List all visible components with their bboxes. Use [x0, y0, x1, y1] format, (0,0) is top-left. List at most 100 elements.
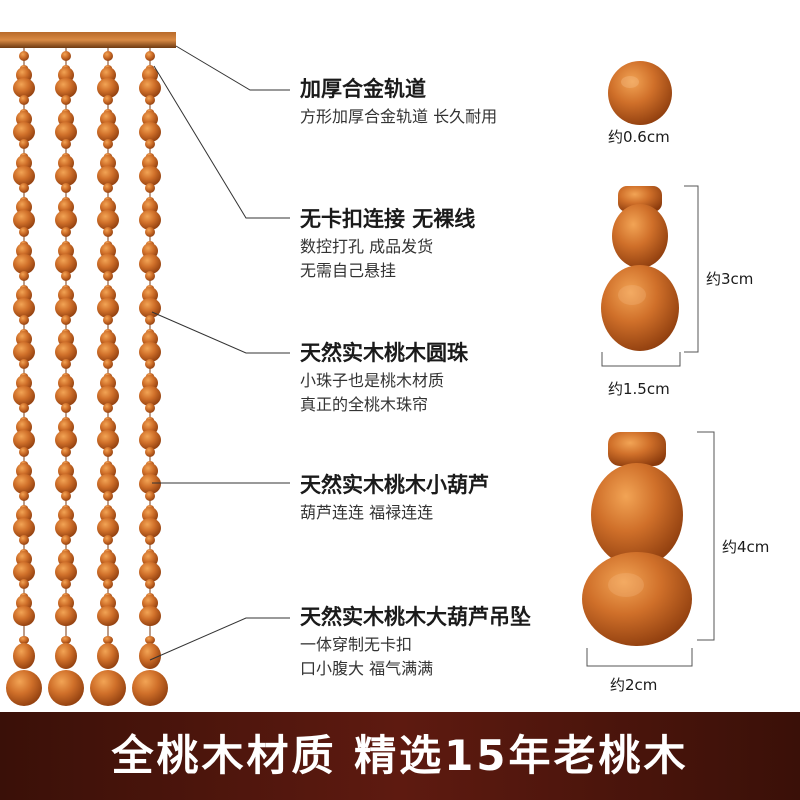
gourd-lower: [97, 254, 119, 274]
gourd-lower: [55, 166, 77, 186]
gourd-lower: [97, 606, 119, 626]
pendant-upper: [55, 643, 77, 669]
round-bead: [103, 139, 113, 149]
round-bead: [61, 579, 71, 589]
round-bead: [145, 403, 155, 413]
round-bead: [145, 227, 155, 237]
gourd-lower: [97, 210, 119, 230]
gourd-lower: [55, 386, 77, 406]
round-bead: [103, 51, 113, 61]
round-bead: [19, 403, 29, 413]
round-bead: [61, 139, 71, 149]
feature-round-bead: 天然实木桃木圆珠 小珠子也是桃木材质 真正的全桃木珠帘: [300, 340, 468, 416]
feature-desc-line: 口小腹大 福气满满: [300, 659, 434, 678]
alloy-rail: [0, 32, 176, 48]
gourd-lower: [139, 562, 161, 582]
round-bead: [145, 51, 155, 61]
feature-title: 加厚合金轨道: [300, 77, 426, 101]
gourd-lower: [13, 210, 35, 230]
round-bead: [103, 447, 113, 457]
gourd-lower: [97, 78, 119, 98]
large-gourd-width-label: 约2cm: [610, 676, 658, 694]
feature-desc-line: 方形加厚合金轨道 长久耐用: [300, 107, 498, 126]
bead-strands: [6, 48, 168, 706]
feature-desc-line: 数控打孔 成品发货: [300, 237, 434, 256]
feature-connection: 无卡扣连接 无裸线 数控打孔 成品发货 无需自己悬挂: [300, 206, 475, 282]
gourd-lower: [55, 606, 77, 626]
gourd-lower: [13, 122, 35, 142]
round-bead: [145, 271, 155, 281]
round-bead: [61, 315, 71, 325]
feature-desc-line: 真正的全桃木珠帘: [300, 395, 429, 414]
feature-desc-line: 一体穿制无卡扣: [300, 635, 413, 654]
round-bead: [19, 491, 29, 501]
pendant-neck: [145, 636, 155, 644]
feature-desc-line: 无需自己悬挂: [300, 261, 397, 280]
gourd-lower: [97, 122, 119, 142]
large-gourd-height-label: 约4cm: [722, 538, 770, 556]
gourd-lower: [139, 518, 161, 538]
round-bead: [103, 579, 113, 589]
gourd-lower: [55, 562, 77, 582]
gourd-lower: [13, 474, 35, 494]
gourd-lower: [55, 254, 77, 274]
small-gourd-height-label: 约3cm: [706, 270, 754, 288]
small-gourd-detail: [601, 186, 679, 351]
gourd-lower: [97, 386, 119, 406]
round-bead: [145, 139, 155, 149]
large-gourd-detail: [582, 432, 692, 646]
leader-line-round-bead: [151, 311, 290, 354]
gourd-lower: [13, 298, 35, 318]
round-bead: [103, 271, 113, 281]
gourd-lower: [13, 518, 35, 538]
feature-title: 天然实木桃木大葫芦吊坠: [300, 605, 531, 629]
round-bead: [19, 227, 29, 237]
gourd-lower: [97, 562, 119, 582]
round-bead: [61, 51, 71, 61]
leader-lines: [149, 45, 290, 661]
round-bead: [61, 535, 71, 545]
round-bead: [145, 447, 155, 457]
gourd-lower: [55, 298, 77, 318]
round-bead: [19, 139, 29, 149]
gourd-lower: [139, 474, 161, 494]
feature-title: 无卡扣连接 无裸线: [300, 207, 476, 231]
round-bead: [19, 447, 29, 457]
gourd-lower: [139, 342, 161, 362]
gourd-lower: [139, 210, 161, 230]
leader-line-rail: [175, 45, 290, 91]
gourd-lower: [97, 518, 119, 538]
gourd-lower: [139, 78, 161, 98]
bottom-banner: 全桃木材质 精选15年老桃木: [0, 712, 800, 800]
gourd-lower: [97, 342, 119, 362]
round-bead: [19, 51, 29, 61]
round-bead: [103, 359, 113, 369]
round-bead-detail: [608, 61, 672, 125]
round-bead: [103, 183, 113, 193]
round-bead: [103, 491, 113, 501]
round-bead: [103, 95, 113, 105]
gourd-lower: [55, 430, 77, 450]
feature-large-gourd: 天然实木桃木大葫芦吊坠 一体穿制无卡扣 口小腹大 福气满满: [300, 604, 531, 680]
round-bead: [61, 95, 71, 105]
gourd-lower: [97, 430, 119, 450]
feature-title: 天然实木桃木小葫芦: [300, 473, 489, 497]
round-bead: [19, 315, 29, 325]
gourd-lower: [55, 122, 77, 142]
gourd-lower: [55, 78, 77, 98]
gourd-lower: [55, 474, 77, 494]
round-bead: [19, 271, 29, 281]
gourd-lower: [13, 78, 35, 98]
gourd-lower: [55, 210, 77, 230]
pendant-neck: [103, 636, 113, 644]
round-bead: [145, 579, 155, 589]
round-bead: [103, 535, 113, 545]
gourd-lower: [139, 254, 161, 274]
round-bead: [145, 315, 155, 325]
round-bead: [19, 95, 29, 105]
feature-desc-line: 小珠子也是桃木材质: [300, 371, 445, 390]
gourd-lower: [55, 518, 77, 538]
round-bead: [61, 447, 71, 457]
leader-line-connection: [153, 65, 290, 219]
